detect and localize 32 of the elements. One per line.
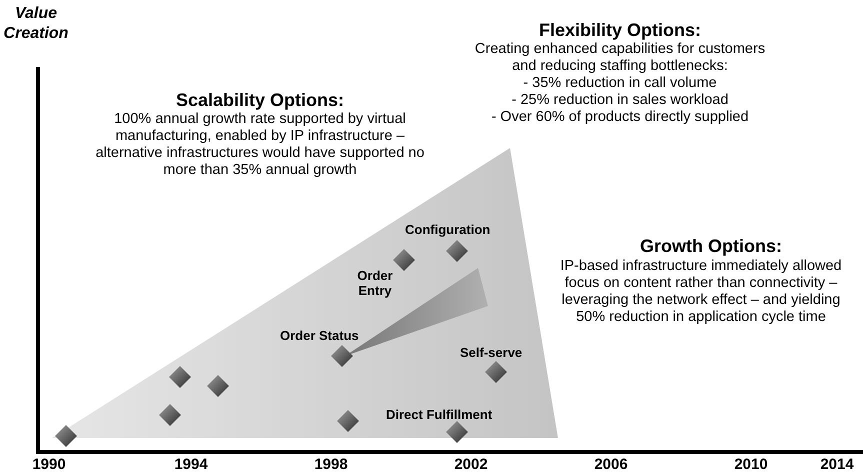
diamond-marker <box>159 404 181 426</box>
description: Creating enhanced capabilities for customers and reducing staffing bottlenecks: <box>474 41 766 75</box>
year-label: 2014 <box>819 456 855 473</box>
diamond-marker <box>446 240 468 262</box>
diamond-marker <box>485 361 507 383</box>
diamond-marker <box>393 249 415 271</box>
diamond-marker <box>337 410 359 432</box>
year-label: 2006 <box>593 456 629 473</box>
milestone-label: Order Status <box>280 328 359 343</box>
year-label: 2002 <box>453 456 489 473</box>
milestone-label: Direct Fulfillment <box>386 407 492 422</box>
heading: Flexibility Options: <box>538 20 702 41</box>
axis-title: Value Creation <box>2 4 70 44</box>
description: IP-based infrastructure immediately allowed focus on content rather than connectivity – leveraging the network effect – and yielding 50% reduction in application cycle time <box>559 258 843 326</box>
diamond-marker <box>331 345 353 367</box>
diamond-marker <box>446 421 468 443</box>
year-label: 1990 <box>31 456 67 473</box>
description: 100% annual growth rate supported by virtual manufacturing, enabled by IP infrastructure – alternative infrastructures would have supported no more than 35% annual growth <box>94 111 426 179</box>
year-label: 1998 <box>313 456 349 473</box>
heading: Growth Options: <box>639 236 783 257</box>
diamond-marker <box>169 366 191 388</box>
bullet-item: - 35% reduction in call volume <box>522 75 718 92</box>
milestone-label: Order Entry <box>356 268 394 298</box>
heading: Scalability Options: <box>174 90 346 111</box>
year-label: 1994 <box>173 456 209 473</box>
milestone-label: Configuration <box>405 222 490 237</box>
milestone-label: Self-serve <box>460 345 522 360</box>
bullet-item: - Over 60% of products directly supplied <box>490 109 750 126</box>
diamond-marker <box>207 375 229 397</box>
diamond-marker <box>55 425 77 447</box>
bullet-item: - 25% reduction in sales workload <box>510 92 730 109</box>
year-label: 2010 <box>733 456 769 473</box>
